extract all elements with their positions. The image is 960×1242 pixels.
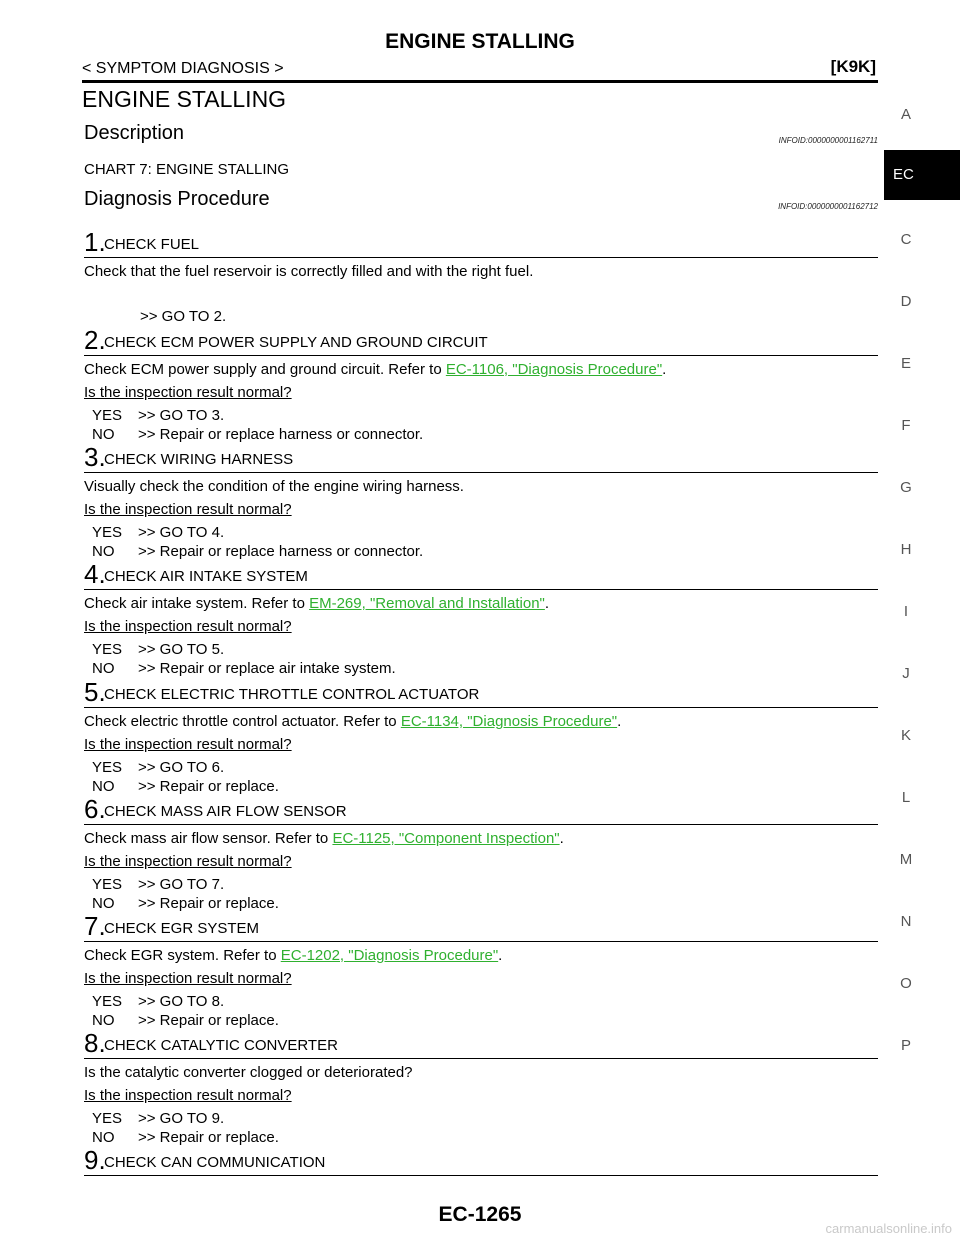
step-3: 3. CHECK WIRING HARNESS Visually check t… xyxy=(84,444,878,561)
step-title: CHECK MASS AIR FLOW SENSOR xyxy=(104,803,347,820)
step-instruction: Check that the fuel reservoir is correct… xyxy=(84,263,534,280)
diagnosis-infoid: INFOID:0000000001162712 xyxy=(778,202,878,211)
answer-no: NO>> Repair or replace air intake system… xyxy=(92,660,396,677)
side-tab-d[interactable]: D xyxy=(900,293,912,310)
breadcrumb: < SYMPTOM DIAGNOSIS > xyxy=(82,60,284,77)
step-number: 8. xyxy=(84,1028,106,1058)
page-title: ENGINE STALLING xyxy=(82,86,287,112)
side-tab-k[interactable]: K xyxy=(900,727,911,744)
step-header: 7. CHECK EGR SYSTEM xyxy=(84,913,878,942)
description-title: Description xyxy=(84,122,185,144)
answer-yes: YES>> GO TO 9. xyxy=(92,1110,225,1127)
step-number: 3. xyxy=(84,442,106,472)
step-4: 4. CHECK AIR INTAKE SYSTEM Check air int… xyxy=(84,561,878,678)
step-5: 5. CHECK ELECTRIC THROTTLE CONTROL ACTUA… xyxy=(84,679,878,796)
inspection-question: Is the inspection result normal? xyxy=(84,384,292,401)
step-header: 4. CHECK AIR INTAKE SYSTEM xyxy=(84,561,878,590)
step-instruction: Check ECM power supply and ground circui… xyxy=(84,361,667,378)
step-title: CHECK WIRING HARNESS xyxy=(104,451,294,468)
step-9: 9. CHECK CAN COMMUNICATION xyxy=(84,1147,878,1176)
answer-no: NO>> Repair or replace harness or connec… xyxy=(92,543,424,560)
step-title: CHECK ELECTRIC THROTTLE CONTROL ACTUATOR xyxy=(104,686,480,703)
reference-link[interactable]: EC-1125, "Component Inspection" xyxy=(332,830,560,847)
side-tab-e[interactable]: E xyxy=(900,355,911,372)
step-number: 6. xyxy=(84,794,106,824)
side-tab-i[interactable]: I xyxy=(903,603,909,620)
step-header: 2. CHECK ECM POWER SUPPLY AND GROUND CIR… xyxy=(84,327,878,356)
inspection-question: Is the inspection result normal? xyxy=(84,1087,292,1104)
step-number: 5. xyxy=(84,677,106,707)
step-title: CHECK ECM POWER SUPPLY AND GROUND CIRCUI… xyxy=(104,334,488,351)
description-text: CHART 7: ENGINE STALLING xyxy=(84,161,290,178)
answer-no: NO>> Repair or replace. xyxy=(92,1129,279,1146)
reference-link[interactable]: EC-1202, "Diagnosis Procedure" xyxy=(280,947,499,964)
model-code: [K9K] xyxy=(830,57,876,76)
answer-yes: YES>> GO TO 5. xyxy=(92,641,225,658)
reference-link[interactable]: EC-1134, "Diagnosis Procedure" xyxy=(400,713,618,730)
step-instruction: Check EGR system. Refer to EC-1202, "Dia… xyxy=(84,947,503,964)
step-title: CHECK CAN COMMUNICATION xyxy=(104,1154,326,1171)
step-header: 5. CHECK ELECTRIC THROTTLE CONTROL ACTUA… xyxy=(84,679,878,708)
answer-yes: YES>> GO TO 7. xyxy=(92,876,225,893)
step-6: 6. CHECK MASS AIR FLOW SENSOR Check mass… xyxy=(84,796,878,913)
description-infoid: INFOID:0000000001162711 xyxy=(778,136,878,145)
step-header: 9. CHECK CAN COMMUNICATION xyxy=(84,1147,878,1176)
step-number: 4. xyxy=(84,559,106,589)
reference-link[interactable]: EM-269, "Removal and Installation" xyxy=(309,595,545,612)
answer-no: NO>> Repair or replace. xyxy=(92,1012,279,1029)
answer-no: NO>> Repair or replace harness or connec… xyxy=(92,426,424,443)
page-number: EC-1265 xyxy=(438,1203,522,1226)
step-instruction: Check air intake system. Refer to EM-269… xyxy=(84,595,550,612)
side-tab-j[interactable]: J xyxy=(902,665,910,682)
side-tab-n[interactable]: N xyxy=(900,913,912,930)
inspection-question: Is the inspection result normal? xyxy=(84,853,292,870)
side-tab-ec[interactable]: EC xyxy=(884,150,960,200)
step-instruction: Is the catalytic converter clogged or de… xyxy=(84,1064,413,1081)
reference-link[interactable]: EC-1106, "Diagnosis Procedure" xyxy=(445,361,663,378)
answer-no: NO>> Repair or replace. xyxy=(92,778,279,795)
step-header: 6. CHECK MASS AIR FLOW SENSOR xyxy=(84,796,878,825)
step-header: 1. CHECK FUEL xyxy=(84,229,878,258)
side-tab-h[interactable]: H xyxy=(900,541,912,558)
step-title: CHECK EGR SYSTEM xyxy=(104,920,260,937)
side-tab-p[interactable]: P xyxy=(900,1037,911,1054)
side-tab-l[interactable]: L xyxy=(901,789,911,806)
answer-yes: YES>> GO TO 4. xyxy=(92,524,225,541)
side-tab-m[interactable]: M xyxy=(899,851,913,868)
answer-yes: YES>> GO TO 8. xyxy=(92,993,225,1010)
running-header-title: ENGINE STALLING xyxy=(385,30,575,53)
side-tab-o[interactable]: O xyxy=(900,975,912,992)
inspection-question: Is the inspection result normal? xyxy=(84,618,292,635)
inspection-question: Is the inspection result normal? xyxy=(84,970,292,987)
step-title: CHECK FUEL xyxy=(104,236,200,253)
inspection-question: Is the inspection result normal? xyxy=(84,501,292,518)
header-rule xyxy=(82,80,878,83)
answer-yes: YES>> GO TO 6. xyxy=(92,759,225,776)
step-1: 1. CHECK FUEL Check that the fuel reserv… xyxy=(84,229,878,326)
step-7: 7. CHECK EGR SYSTEM Check EGR system. Re… xyxy=(84,913,878,1030)
step-instruction: Check electric throttle control actuator… xyxy=(84,713,622,730)
inspection-question: Is the inspection result normal? xyxy=(84,736,292,753)
step-header: 3. CHECK WIRING HARNESS xyxy=(84,444,878,473)
answer-no: NO>> Repair or replace. xyxy=(92,895,279,912)
step-goto: >> GO TO 2. xyxy=(140,308,227,325)
step-8: 8. CHECK CATALYTIC CONVERTER Is the cata… xyxy=(84,1030,878,1147)
step-instruction: Visually check the condition of the engi… xyxy=(84,478,464,495)
step-number: 9. xyxy=(84,1145,106,1175)
side-tab-a[interactable]: A xyxy=(900,106,911,123)
watermark: carmanualsonline.info xyxy=(825,1221,952,1236)
step-2: 2. CHECK ECM POWER SUPPLY AND GROUND CIR… xyxy=(84,327,878,444)
step-instruction: Check mass air flow sensor. Refer to EC-… xyxy=(84,830,564,847)
side-tab-g[interactable]: G xyxy=(900,479,912,496)
side-tab-f[interactable]: F xyxy=(901,417,911,434)
diagnosis-title: Diagnosis Procedure xyxy=(84,188,270,210)
side-tab-c[interactable]: C xyxy=(900,231,912,248)
step-number: 1. xyxy=(84,227,106,257)
step-number: 2. xyxy=(84,325,106,355)
step-title: CHECK CATALYTIC CONVERTER xyxy=(104,1037,338,1054)
step-header: 8. CHECK CATALYTIC CONVERTER xyxy=(84,1030,878,1059)
step-title: CHECK AIR INTAKE SYSTEM xyxy=(104,568,308,585)
answer-yes: YES>> GO TO 3. xyxy=(92,407,225,424)
step-number: 7. xyxy=(84,911,106,941)
